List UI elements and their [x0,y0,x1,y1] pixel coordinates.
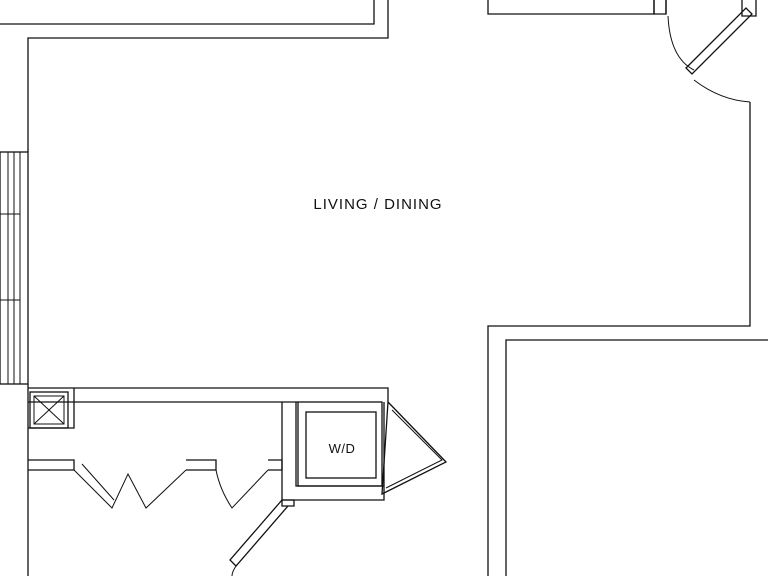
lower-closet-door [229,499,295,576]
left-window-wall [0,151,29,385]
upper-right-closet-wall [487,0,667,15]
x-box-icon [29,391,69,429]
laundry-door [381,400,448,496]
laundry-wall [281,401,385,501]
bifold-closet-doors [28,459,283,509]
upper-left-wall [0,0,389,152]
washer-dryer-label: W/D [329,441,356,456]
room-label-living-dining: LIVING / DINING [313,196,442,213]
right-wall [487,102,768,576]
entry-door [665,0,757,103]
closet-block [27,384,389,576]
